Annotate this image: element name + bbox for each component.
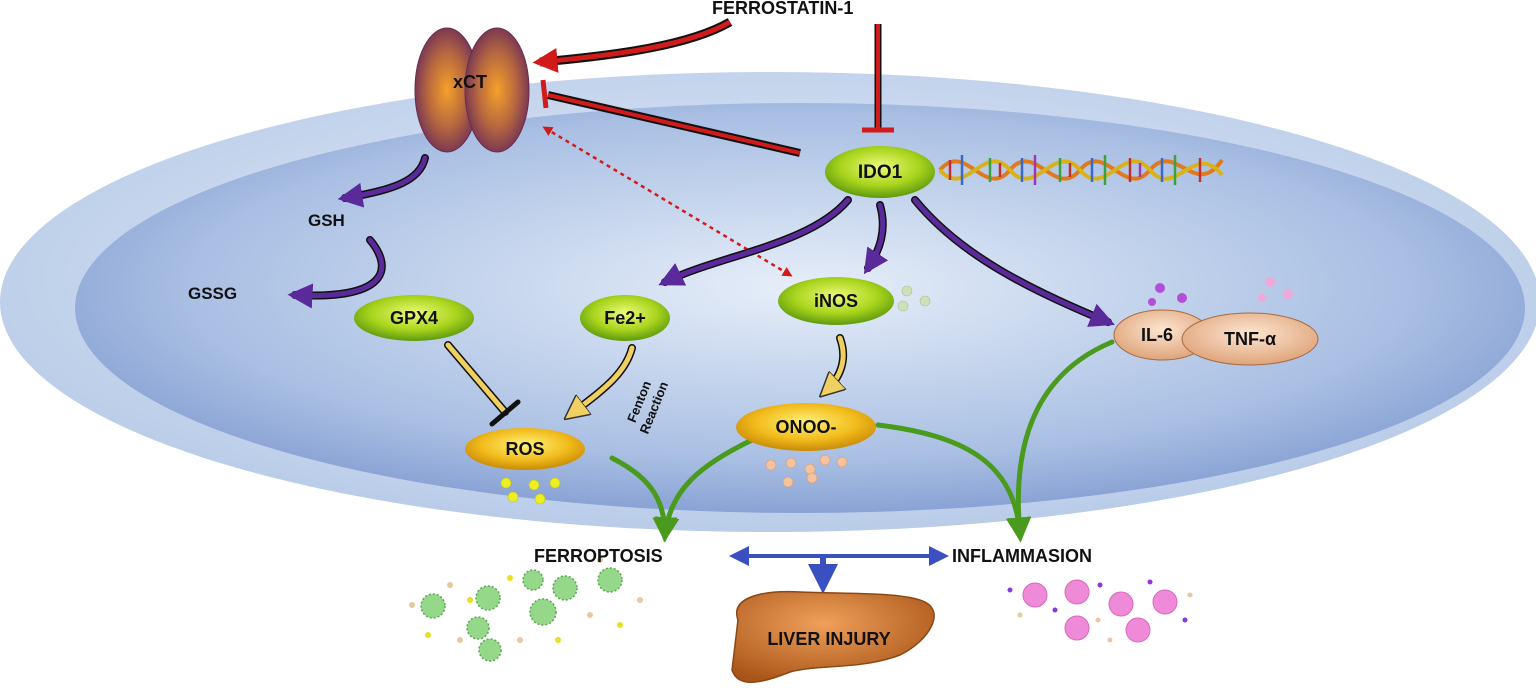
xct-transporter: xCT [414, 27, 530, 153]
liver-injury-label: LIVER INJURY [767, 629, 890, 649]
fe2-label: Fe2+ [604, 308, 646, 328]
inos-label: iNOS [814, 291, 858, 311]
ros-label: ROS [505, 439, 544, 459]
ferrostatin-arrows [532, 18, 894, 277]
green-arrows [609, 339, 1115, 543]
yellow-arrows [444, 334, 848, 427]
gssg-label: GSSG [188, 284, 237, 303]
node-onoo: ONOO- [736, 403, 876, 451]
purple-arrows [287, 154, 1115, 327]
cytokine-particles [1148, 277, 1293, 306]
gpx4-label: GPX4 [390, 308, 438, 328]
il6-label: IL-6 [1141, 325, 1173, 345]
liver-icon [731, 590, 935, 683]
node-inos: iNOS [778, 277, 894, 325]
inos-particles [897, 285, 931, 312]
tnf-label: TNF-α [1224, 329, 1276, 349]
inflammasion-particles [1007, 579, 1193, 643]
inflammasion-label: INFLAMMASION [952, 546, 1092, 566]
ido1-label: IDO1 [858, 162, 903, 183]
gsh-label: GSH [308, 211, 345, 230]
onoo-particles [765, 454, 848, 488]
node-il6-tnf: IL-6 TNF-α [1113, 309, 1319, 366]
ferroptosis-debris [409, 557, 643, 662]
xct-label: xCT [453, 72, 487, 92]
blue-arrows [729, 546, 949, 594]
ferroptosis-label: FERROPTOSIS [534, 546, 663, 566]
ferrostatin-label: FERROSTATIN-1 [712, 0, 853, 18]
node-gpx4: GPX4 [354, 295, 474, 341]
node-ido1: IDO1 [825, 146, 935, 198]
ros-particles [500, 477, 561, 505]
node-fe2: Fe2+ [580, 295, 670, 341]
onoo-label: ONOO- [776, 417, 837, 437]
dna-helix-icon [938, 155, 1224, 185]
node-ros: ROS [465, 428, 585, 470]
